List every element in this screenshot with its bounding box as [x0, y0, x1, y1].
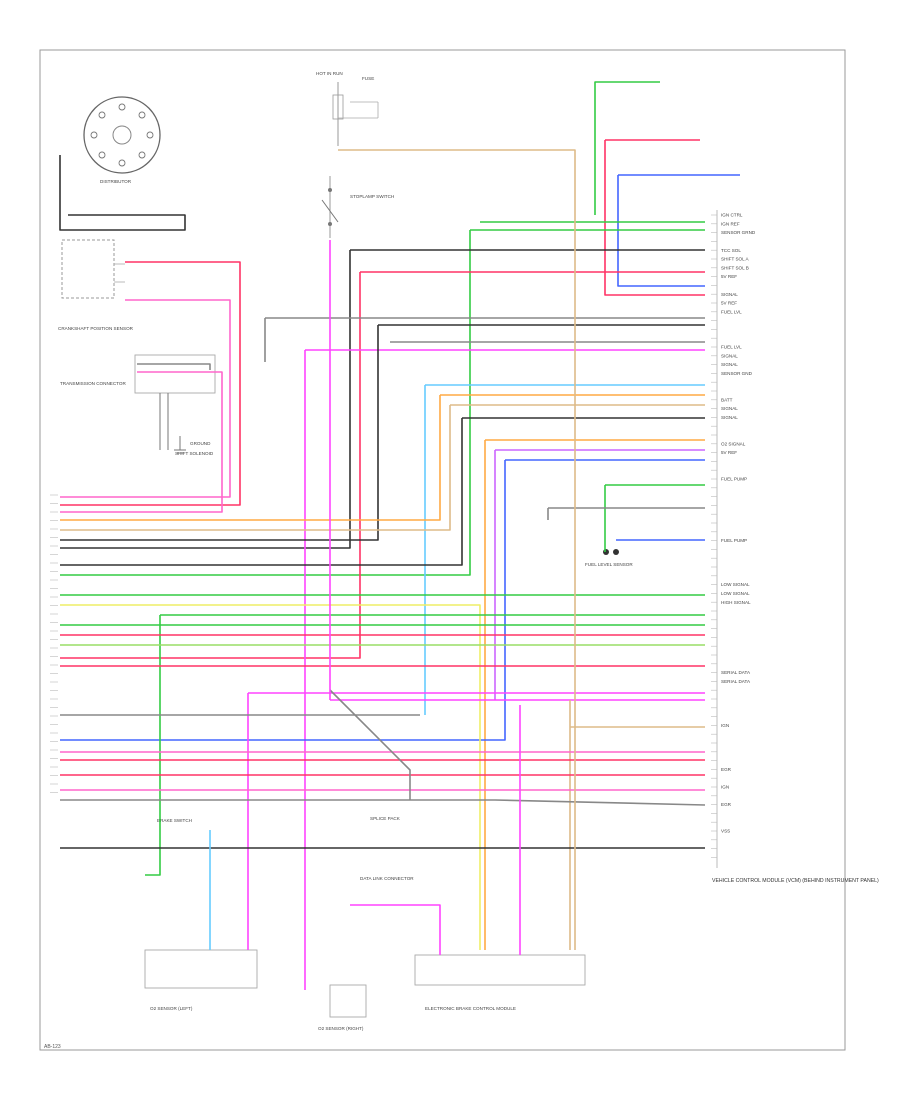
ignition-switch: HOT IN RUN FUSE	[316, 71, 379, 146]
brake-switch-label: BRAKE SWITCH	[157, 818, 192, 823]
brake-switch: BRAKE SWITCH	[157, 818, 192, 823]
vcm-pin-label: O2 SIGNAL	[721, 441, 746, 446]
wire	[617, 175, 705, 287]
wire	[329, 689, 411, 800]
ignition-switch-label: HOT IN RUN	[316, 71, 343, 76]
splice-pack-label: SPLICE PACK	[370, 816, 401, 821]
vcm-pin-label: HIGH SIGNAL	[721, 600, 751, 605]
distributor: DISTRIBUTOR	[83, 96, 161, 184]
stoplamp-switch-label: STOPLAMP SWITCH	[350, 194, 394, 199]
distributor-label: DISTRIBUTOR	[100, 179, 132, 184]
wire	[60, 460, 506, 741]
vcm-pin-label: SIGNAL	[721, 362, 738, 367]
ground: GROUND	[174, 436, 211, 454]
vcm-pin-label: LOW SIGNAL	[721, 591, 750, 596]
vcm-connector: IGN CTRL IGN REF SENSOR GRND TCC SOL SHIFT S…	[711, 210, 879, 884]
vcm-pin-label: IGN REF	[721, 221, 740, 226]
wire	[60, 799, 706, 806]
vcm-pin-label: LOW SIGNAL	[721, 582, 750, 587]
ground-label: GROUND	[190, 441, 211, 446]
fuel-level-sensor: FUEL LEVEL SENSOR	[585, 549, 633, 567]
vcm-pin-label: SIGNAL	[721, 353, 738, 358]
o2-sensor-left-label: O2 SENSOR (LEFT)	[150, 1006, 193, 1011]
vcm-pin-label: 5V REF	[721, 301, 737, 306]
vcm-pin-label: SIGNAL	[721, 415, 738, 420]
wire	[604, 140, 705, 296]
vcm-pin-label: TCC SOL	[721, 248, 741, 253]
wire	[594, 81, 660, 215]
wire	[60, 405, 451, 531]
vcm-pin-label: FUEL PUMP	[721, 477, 747, 482]
trans-connector-label: TRANSMISSION CONNECTOR	[60, 381, 126, 386]
vcm-pin-label: FUEL LVL	[721, 345, 742, 350]
vcm-pin-label: IGN	[721, 785, 729, 790]
ebcm: ELECTRONIC BRAKE CONTROL MODULE	[414, 954, 586, 1011]
wire	[60, 299, 231, 498]
wire	[145, 615, 161, 876]
vcm-pin-label: SHIFT SOL A	[721, 257, 750, 262]
vcm-pin-label: IGN	[721, 723, 729, 728]
vcm-pin-label: 5V REF	[721, 274, 737, 279]
wire	[60, 604, 481, 950]
ebcm-label: ELECTRONIC BRAKE CONTROL MODULE	[425, 1006, 516, 1011]
diagram-frame	[39, 49, 846, 1051]
data-link-label: DATA LINK CONNECTOR	[360, 876, 414, 881]
vcm-pin-label: EGR	[721, 767, 732, 772]
o2-sensor-right: O2 SENSOR (RIGHT)	[318, 984, 367, 1031]
vcm-pin-label: BATT	[721, 397, 733, 402]
vcm-pin-label: 5V REF	[721, 450, 737, 455]
vcm-pin-label: SHIFT SOL B	[721, 265, 749, 270]
wire	[350, 904, 441, 955]
stoplamp-switch: STOPLAMP SWITCH	[321, 176, 394, 238]
splice-pack: SPLICE PACK	[370, 816, 401, 821]
shift-solenoid-label: SHIFT SOLENOID	[175, 451, 214, 456]
vcm-pin-label: SENSOR GND	[721, 371, 753, 376]
wire	[60, 230, 471, 576]
vcm-pin-label: IGN CTRL	[721, 213, 743, 218]
wire	[59, 155, 186, 231]
wire	[60, 325, 379, 541]
wire	[338, 149, 576, 950]
crank-sensor: CRANKSHAFT POSITION SENSOR	[58, 239, 134, 331]
wire	[60, 395, 441, 521]
o2-sensor-right-label: O2 SENSOR (RIGHT)	[318, 1026, 364, 1031]
vcm-pin-label: SIGNAL	[721, 292, 738, 297]
vcm-pin-label: EGR	[721, 802, 732, 807]
vcm-pin-label: FUEL LVL	[721, 309, 742, 314]
crank-sensor-label: CRANKSHAFT POSITION SENSOR	[58, 326, 134, 331]
ignition-fuse-label: FUSE	[362, 76, 374, 81]
vcm-pin-rows: IGN CTRL IGN REF SENSOR GRND TCC SOL SHIFT S…	[711, 213, 756, 858]
wires	[59, 81, 740, 990]
vcm-pin-label: FUEL PUMP	[721, 538, 747, 543]
wire	[60, 250, 351, 549]
fuel-level-label: FUEL LEVEL SENSOR	[585, 562, 633, 567]
vcm-pin-label: VSS	[721, 829, 730, 834]
footer-code: AB-123	[44, 1044, 61, 1050]
o2-sensor-left: O2 SENSOR (LEFT)	[144, 949, 258, 1011]
wire	[60, 261, 241, 506]
left-bundle	[50, 494, 58, 793]
trans-connector: TRANSMISSION CONNECTOR SHIFT SOLENOID	[60, 354, 216, 456]
vcm-label: VEHICLE CONTROL MODULE (VCM) (BEHIND INS…	[712, 878, 879, 884]
wire	[60, 371, 223, 513]
vcm-pin-label: SENSOR GRND	[721, 230, 756, 235]
vcm-pin-label: SERIAL DATA	[721, 679, 751, 684]
data-link: DATA LINK CONNECTOR	[360, 876, 414, 881]
vcm-pin-label: SERIAL DATA	[721, 670, 751, 675]
wire	[137, 363, 211, 370]
vcm-pin-label: SIGNAL	[721, 406, 738, 411]
wire	[60, 418, 463, 566]
